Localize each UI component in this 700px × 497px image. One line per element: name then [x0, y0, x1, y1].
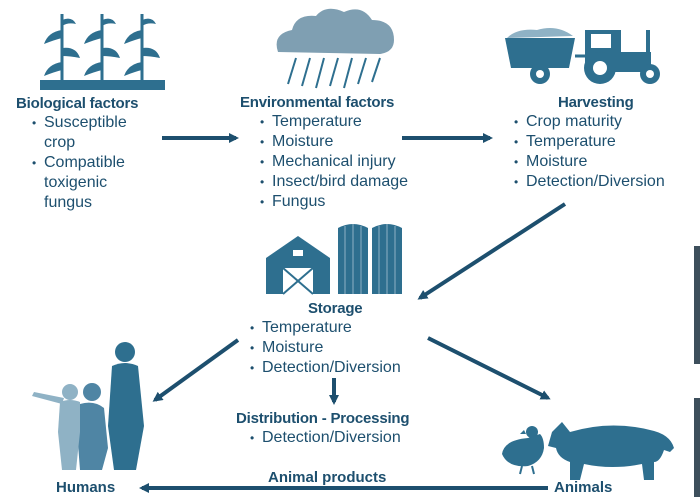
factor-list: •Crop maturity •Temperature •Moisture •D…: [514, 112, 665, 192]
list-item: •Compatible toxigenic fungus: [32, 154, 125, 211]
node-biological-factors: Biological factors •Susceptible crop •Co…: [16, 95, 138, 213]
node-heading: Biological factors: [16, 95, 139, 112]
factor-list: •Susceptible crop •Compatible toxigenic …: [32, 113, 138, 213]
edge-photo-strip-bottom: [694, 398, 700, 497]
node-environmental-factors: Environmental factors •Temperature •Mois…: [240, 94, 408, 212]
factor-list: •Detection/Diversion: [250, 428, 409, 448]
barn-silo-icon: [266, 224, 402, 295]
chicken-pig-icon: [502, 422, 674, 480]
rain-cloud-icon: [276, 8, 394, 89]
list-item: •Crop maturity: [514, 113, 623, 130]
arrow-storage-to-animals: [427, 336, 551, 400]
list-item: •Temperature: [260, 113, 362, 130]
factor-list: •Temperature •Moisture •Detection/Divers…: [250, 318, 401, 378]
list-item: •Temperature: [514, 133, 616, 150]
list-item: •Moisture: [250, 339, 324, 356]
node-heading: Distribution - Processing: [236, 410, 410, 427]
node-heading: Harvesting: [558, 94, 634, 111]
edge-label-animal-products: Animal products: [268, 469, 387, 486]
people-silhouette-icon: [32, 342, 144, 470]
list-item: •Moisture: [514, 153, 588, 170]
edge-photo-strip-top: [694, 246, 700, 364]
list-item: •Temperature: [250, 319, 352, 336]
node-storage: Storage •Temperature •Moisture •Detectio…: [250, 300, 401, 378]
tractor-icon: [505, 28, 660, 84]
list-item: •Detection/Diversion: [250, 429, 401, 446]
list-item: •Fungus: [260, 193, 326, 210]
node-heading: Environmental factors: [240, 94, 395, 111]
list-item: •Detection/Diversion: [514, 173, 665, 190]
list-item: •Moisture: [260, 133, 334, 150]
node-animals-label: Animals: [554, 479, 613, 496]
arrow-storage-to-humans: [152, 338, 240, 402]
list-item: •Mechanical injury: [260, 153, 396, 170]
arrow-harvest-to-storage: [417, 202, 567, 300]
list-item: •Detection/Diversion: [250, 359, 401, 376]
flow-arrows: [139, 133, 567, 493]
corn-plant-icon: [40, 14, 165, 90]
list-item: •Insect/bird damage: [260, 173, 409, 190]
node-humans-label: Humans: [56, 479, 116, 496]
factor-list: •Temperature •Moisture •Mechanical injur…: [260, 112, 408, 212]
list-item: •Susceptible crop: [32, 114, 127, 151]
node-heading: Storage: [308, 300, 363, 317]
node-harvesting: Harvesting •Crop maturity •Temperature •…: [514, 94, 665, 192]
node-distribution-processing: Distribution - Processing •Detection/Div…: [236, 410, 410, 448]
